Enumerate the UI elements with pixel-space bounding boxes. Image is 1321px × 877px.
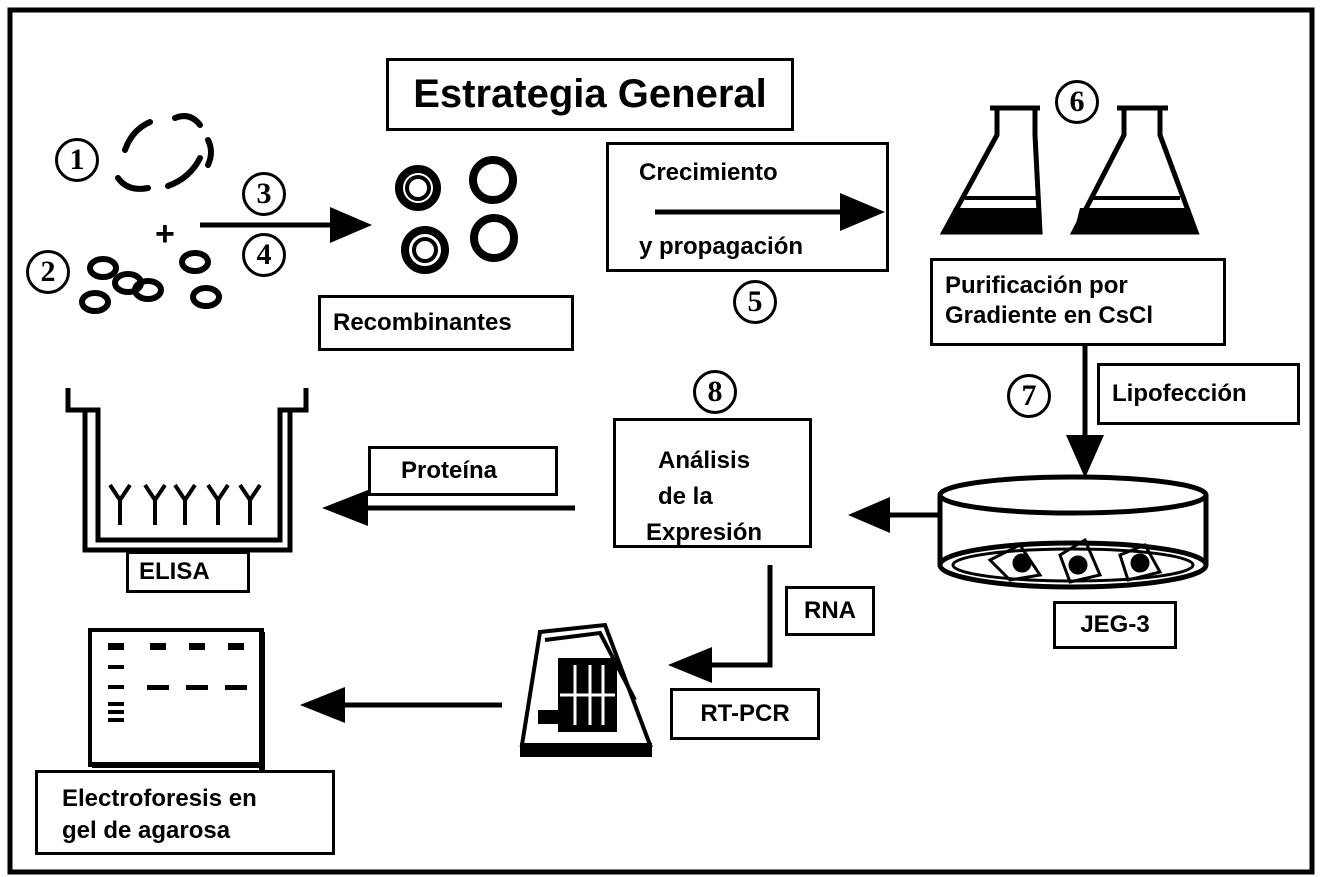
arrow-protein <box>322 490 575 526</box>
rna-label: RNA <box>804 597 856 624</box>
diagram-title: Estrategia General <box>413 72 767 116</box>
antibodies <box>108 483 262 525</box>
elisa-box: ELISA <box>126 551 250 593</box>
jeg3-label: JEG-3 <box>1080 611 1150 638</box>
step-7: 7 <box>1007 374 1051 418</box>
recombinantes-box: Recombinantes <box>318 295 574 351</box>
recombinant-plasmids <box>395 156 518 274</box>
growth-box: Crecimiento y propagación <box>606 142 889 272</box>
growth-label-2: y propagación <box>639 233 804 260</box>
step-8: 8 <box>693 370 737 414</box>
title-box: Estrategia General <box>386 58 794 131</box>
plasmid-rings <box>79 250 222 314</box>
lipofection-box: Lipofección <box>1097 363 1300 425</box>
arrow-ligation <box>200 207 372 243</box>
rtpcr-box: RT-PCR <box>670 688 820 740</box>
electrophoresis-label-2: gel de agarosa <box>62 817 231 844</box>
recombinantes-label: Recombinantes <box>333 309 512 336</box>
arrow-growth <box>655 193 885 231</box>
jeg3-box: JEG-3 <box>1053 601 1177 649</box>
electrophoresis-box: Electroforesis en gel de agarosa <box>35 770 335 855</box>
agarose-gel <box>88 628 265 770</box>
vector-fragments <box>115 113 214 192</box>
step-2: 2 <box>26 250 70 294</box>
rna-box: RNA <box>785 586 875 636</box>
elisa-well <box>65 388 309 553</box>
protein-label: Proteína <box>401 457 498 484</box>
arrow-to-gel <box>300 687 502 723</box>
arrow-to-analysis <box>848 497 940 533</box>
rtpcr-label: RT-PCR <box>700 700 790 727</box>
outer-border <box>7 7 1315 875</box>
purification-box: Purificación por Gradiente en CsCl <box>930 258 1226 346</box>
elisa-label: ELISA <box>139 558 210 585</box>
arrow-rna <box>668 565 773 683</box>
arrow-lipofection <box>1066 345 1104 478</box>
lipofection-label: Lipofección <box>1112 380 1247 407</box>
growth-label-1: Crecimiento <box>639 159 778 186</box>
step-6: 6 <box>1055 80 1099 124</box>
step-3: 3 <box>242 172 286 216</box>
step-5: 5 <box>733 280 777 324</box>
purification-label-1: Purificación por <box>945 272 1128 299</box>
petri-dish <box>937 474 1209 590</box>
analysis-box: Análisis de la Expresión <box>613 418 812 548</box>
electrophoresis-label-1: Electroforesis en <box>62 785 257 812</box>
plus-sign: + <box>155 215 175 253</box>
protein-box: Proteína <box>368 446 558 496</box>
step-4: 4 <box>242 233 286 277</box>
flask-left <box>939 105 1043 235</box>
flask-right <box>1069 105 1200 235</box>
step-1: 1 <box>55 138 99 182</box>
thermocycler <box>519 622 653 757</box>
analysis-label-3: Expresión <box>646 519 763 546</box>
analysis-label-2: de la <box>658 483 713 510</box>
analysis-label-1: Análisis <box>658 447 751 474</box>
purification-label-2: Gradiente en CsCl <box>945 302 1154 329</box>
